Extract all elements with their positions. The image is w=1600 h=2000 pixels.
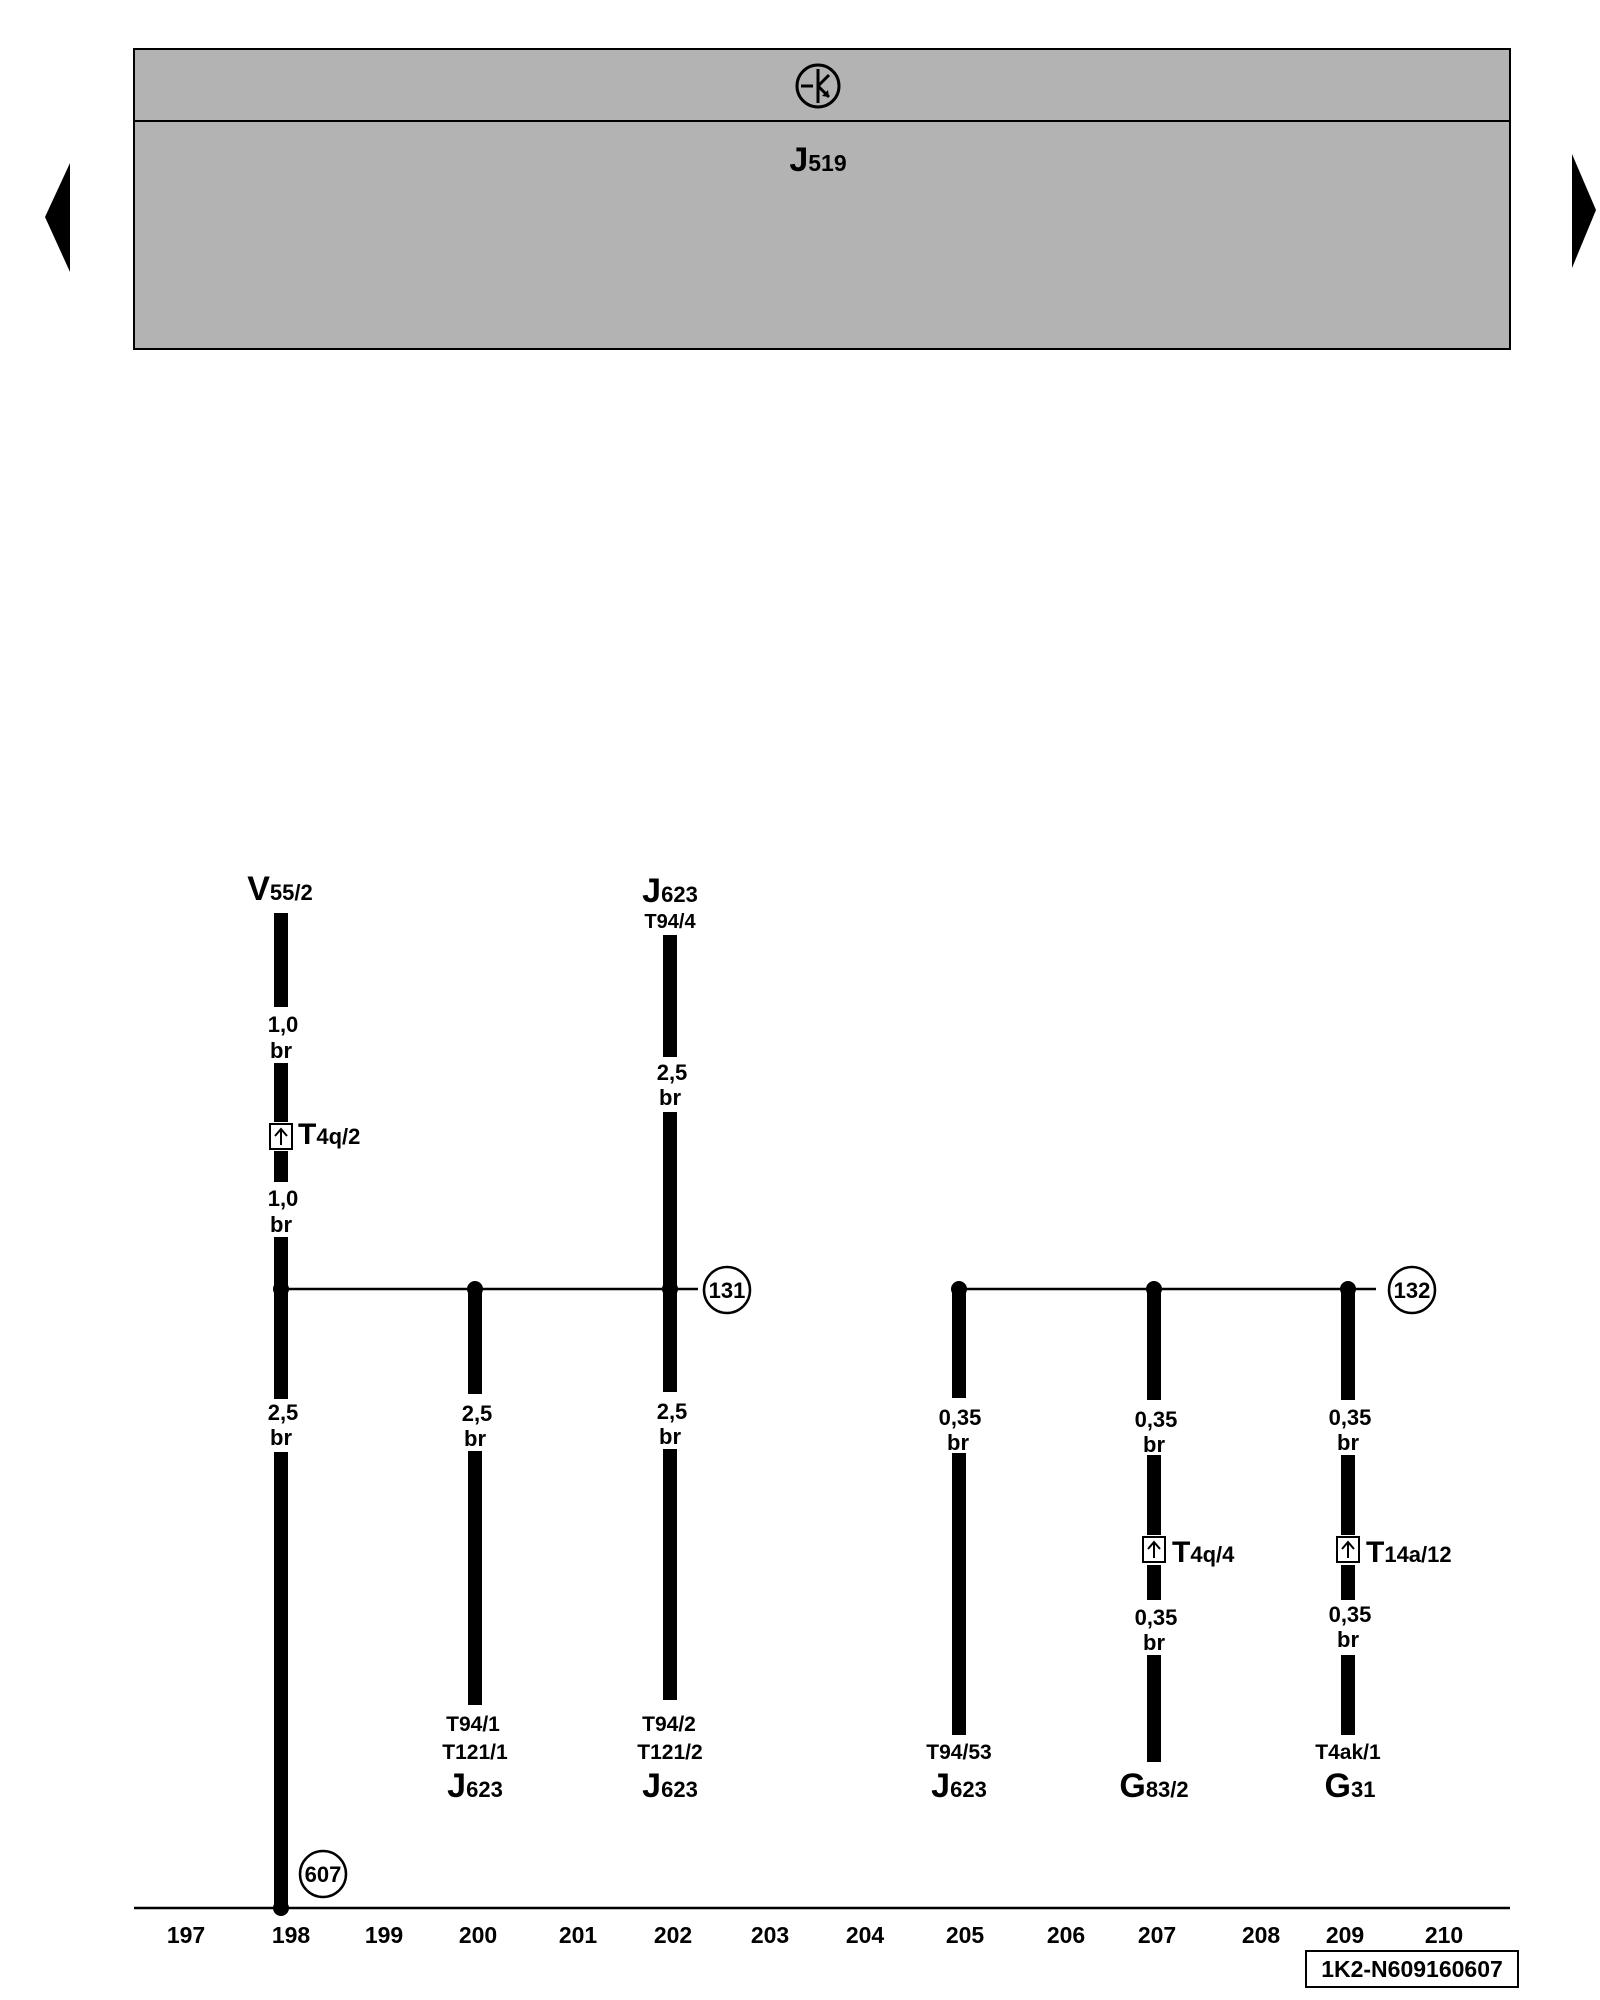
svg-text:1,0: 1,0 bbox=[268, 1186, 299, 1211]
svg-text:T94/2: T94/2 bbox=[642, 1713, 696, 1736]
component-label-j623-top-sub: 623 bbox=[661, 882, 698, 907]
reference-circle-607[interactable]: 607 bbox=[298, 1849, 348, 1899]
track-number: 205 bbox=[946, 1922, 985, 1948]
wire-label-198-b: 1,0 br bbox=[268, 1186, 299, 1237]
svg-text:br: br bbox=[1143, 1432, 1165, 1457]
svg-text:2,5: 2,5 bbox=[657, 1399, 688, 1424]
track-number: 201 bbox=[559, 1922, 598, 1948]
track-number: 203 bbox=[751, 1922, 789, 1948]
svg-text:br: br bbox=[270, 1212, 292, 1237]
component-label-j623-top-main: J bbox=[642, 872, 661, 910]
wire-label-209-b: 0,35 br bbox=[1329, 1602, 1372, 1652]
svg-text:T121/1: T121/1 bbox=[442, 1741, 508, 1764]
svg-text:0,35: 0,35 bbox=[1135, 1407, 1178, 1432]
component-label-v55: V55/2 bbox=[247, 870, 313, 908]
track-number: 208 bbox=[1242, 1922, 1281, 1948]
component-label-j623-top: J623 bbox=[642, 872, 698, 910]
svg-text:br: br bbox=[1337, 1627, 1359, 1652]
svg-text:br: br bbox=[947, 1430, 969, 1455]
junction-dot-200 bbox=[467, 1281, 483, 1297]
svg-text:T4ak/1: T4ak/1 bbox=[1315, 1741, 1381, 1764]
reference-circle-132[interactable]: 132 bbox=[1387, 1265, 1437, 1315]
svg-text:0,35: 0,35 bbox=[1329, 1405, 1372, 1430]
reference-circle-131[interactable]: 131 bbox=[702, 1265, 752, 1315]
track-number: 204 bbox=[846, 1922, 885, 1948]
connector-icon-198 bbox=[269, 1123, 293, 1150]
svg-text:G31: G31 bbox=[1325, 1767, 1376, 1805]
reference-label-607: 607 bbox=[305, 1862, 342, 1887]
track-number: 206 bbox=[1047, 1922, 1085, 1948]
bottom-label-205: T94/53 J623 bbox=[926, 1741, 991, 1805]
track-number: 207 bbox=[1138, 1922, 1176, 1948]
track-number: 199 bbox=[365, 1922, 403, 1948]
junction-dot-207 bbox=[1146, 1281, 1162, 1297]
wire-label-209-a: 0,35 br bbox=[1329, 1405, 1372, 1455]
svg-text:2,5: 2,5 bbox=[268, 1400, 299, 1425]
svg-text:T121/2: T121/2 bbox=[637, 1741, 702, 1764]
svg-text:br: br bbox=[659, 1085, 681, 1110]
connector-label-209: T14a/12 bbox=[1366, 1536, 1452, 1569]
bottom-label-202: T94/2 T121/2 J623 bbox=[637, 1713, 702, 1805]
reference-label-132: 132 bbox=[1394, 1278, 1431, 1303]
electronic-control-icon bbox=[795, 63, 841, 109]
svg-text:T94/1: T94/1 bbox=[446, 1713, 500, 1736]
module-label-sub: 519 bbox=[808, 150, 846, 176]
svg-text:J623: J623 bbox=[447, 1767, 503, 1805]
svg-text:J623: J623 bbox=[931, 1767, 987, 1805]
wire-label-207-b: 0,35 br bbox=[1135, 1605, 1178, 1655]
wire-label-205: 0,35 br bbox=[939, 1405, 982, 1455]
track-number: 198 bbox=[272, 1922, 311, 1948]
component-label-v55-main: V bbox=[247, 870, 270, 908]
svg-text:br: br bbox=[270, 1425, 292, 1450]
svg-text:1,0: 1,0 bbox=[268, 1012, 299, 1037]
pin-label-j623-top: T94/4 bbox=[644, 911, 696, 933]
reference-label-131: 131 bbox=[709, 1278, 746, 1303]
svg-text:br: br bbox=[1143, 1630, 1165, 1655]
track-number: 210 bbox=[1425, 1922, 1463, 1948]
previous-page-arrow[interactable] bbox=[45, 163, 70, 272]
wire-label-198-c: 2,5 br bbox=[268, 1400, 299, 1450]
document-id: 1K2-N609160607 bbox=[1321, 1956, 1503, 1982]
svg-text:T94/53: T94/53 bbox=[926, 1741, 991, 1764]
svg-text:br: br bbox=[270, 1038, 292, 1063]
connector-label-198: T4q/2 bbox=[298, 1118, 360, 1151]
connector-label-207: T4q/4 bbox=[1172, 1536, 1235, 1569]
wire-label-202-a: 2,5 br bbox=[657, 1060, 688, 1110]
wire-label-200: 2,5 br bbox=[462, 1401, 493, 1451]
svg-text:2,5: 2,5 bbox=[462, 1401, 493, 1426]
document-id-box: 1K2-N609160607 bbox=[1305, 1950, 1519, 1988]
track-number: 197 bbox=[167, 1922, 205, 1948]
connector-icon-209 bbox=[1336, 1536, 1360, 1563]
svg-text:0,35: 0,35 bbox=[1329, 1602, 1372, 1627]
svg-text:2,5: 2,5 bbox=[657, 1060, 688, 1085]
junction-dot-202 bbox=[662, 1281, 678, 1297]
module-label-main: J bbox=[789, 141, 808, 179]
svg-text:J623: J623 bbox=[642, 1767, 698, 1805]
junction-dot-198 bbox=[273, 1281, 289, 1297]
svg-text:0,35: 0,35 bbox=[1135, 1605, 1178, 1630]
wire-label-202-b: 2,5 br bbox=[657, 1399, 688, 1449]
svg-text:br: br bbox=[659, 1424, 681, 1449]
track-number-row: 197 198 199 200 201 202 203 204 205 206 207 208 209 2… bbox=[167, 1922, 1463, 1948]
component-label-v55-sub: 55/2 bbox=[270, 880, 313, 905]
header-panel bbox=[133, 48, 1511, 350]
track-number: 209 bbox=[1326, 1922, 1364, 1948]
wire-label-198-a: 1,0 br bbox=[268, 1012, 299, 1063]
svg-text:G83/2: G83/2 bbox=[1119, 1767, 1188, 1805]
wire-label-207-a: 0,35 br bbox=[1135, 1407, 1178, 1457]
bottom-label-207: G83/2 bbox=[1119, 1767, 1188, 1805]
module-label: J519 bbox=[789, 141, 846, 179]
junction-dot-205 bbox=[951, 1281, 967, 1297]
bottom-label-200: T94/1 T121/1 J623 bbox=[442, 1713, 508, 1805]
next-page-arrow[interactable] bbox=[1572, 154, 1596, 268]
bottom-label-209: T4ak/1 G31 bbox=[1315, 1741, 1381, 1805]
svg-text:br: br bbox=[1337, 1430, 1359, 1455]
junction-dot-209 bbox=[1340, 1281, 1356, 1297]
track-number: 202 bbox=[654, 1922, 692, 1948]
track-number: 200 bbox=[459, 1922, 497, 1948]
connector-icon-207 bbox=[1142, 1536, 1166, 1563]
svg-text:br: br bbox=[464, 1426, 486, 1451]
svg-text:0,35: 0,35 bbox=[939, 1405, 982, 1430]
